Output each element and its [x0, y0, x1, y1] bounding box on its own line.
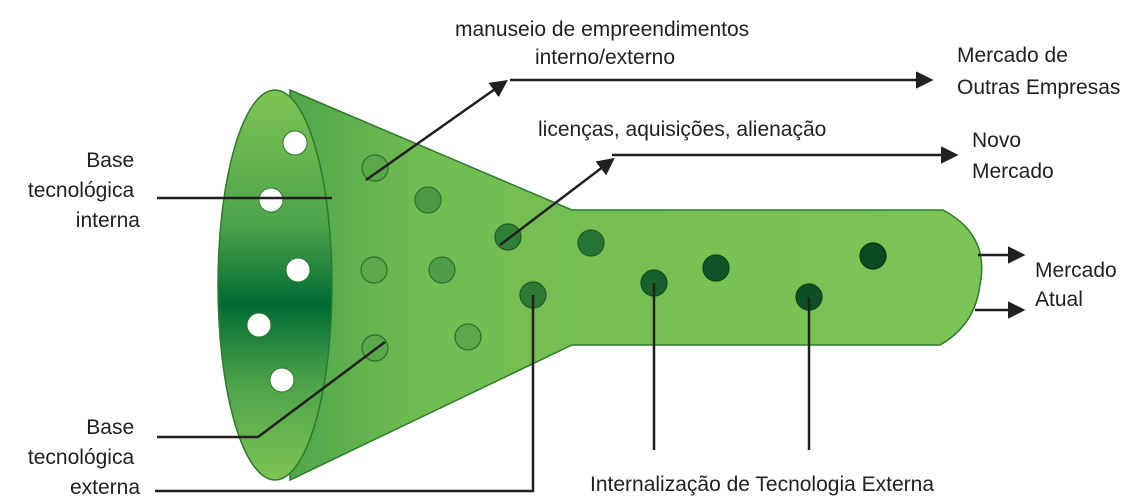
licencas-diagonal-arrow [499, 157, 615, 246]
dot [360, 256, 388, 284]
mouth-holes [246, 130, 311, 393]
dot [577, 229, 605, 257]
hole [246, 312, 272, 338]
hole [282, 130, 308, 156]
mercado-atual-label: Mercado Atual [1035, 259, 1123, 311]
dot [361, 154, 389, 182]
hole [285, 257, 311, 283]
base-externa-label: Base tecnológica externa [28, 416, 140, 499]
arrows [365, 71, 1026, 319]
hole [269, 367, 295, 393]
leader-lines [155, 196, 811, 493]
funnel-mouth [217, 89, 333, 481]
dot [494, 223, 522, 251]
novo-mercado-label: Novo Mercado [972, 129, 1054, 183]
base-externa-line [157, 340, 386, 439]
dot [702, 254, 730, 282]
internalizacao-label: Internalização de Tecnologia Externa [590, 473, 934, 496]
licencas-label: licenças, aquisições, alienação [538, 118, 826, 141]
funnel-body [289, 88, 983, 482]
dot [859, 242, 887, 270]
base-interna-label: Base tecnológica interna [28, 149, 140, 232]
manuseio-diagonal-arrow [365, 79, 508, 182]
dot [428, 256, 456, 284]
technology-dots [360, 154, 887, 362]
dot [414, 186, 442, 214]
externa-line [155, 295, 535, 493]
dot [454, 323, 482, 351]
hole [258, 187, 284, 213]
mercado-outras-label: Mercado de Outras Empresas [957, 44, 1120, 99]
manuseio-label: manuseio de empreendimentos interno/exte… [455, 18, 755, 69]
